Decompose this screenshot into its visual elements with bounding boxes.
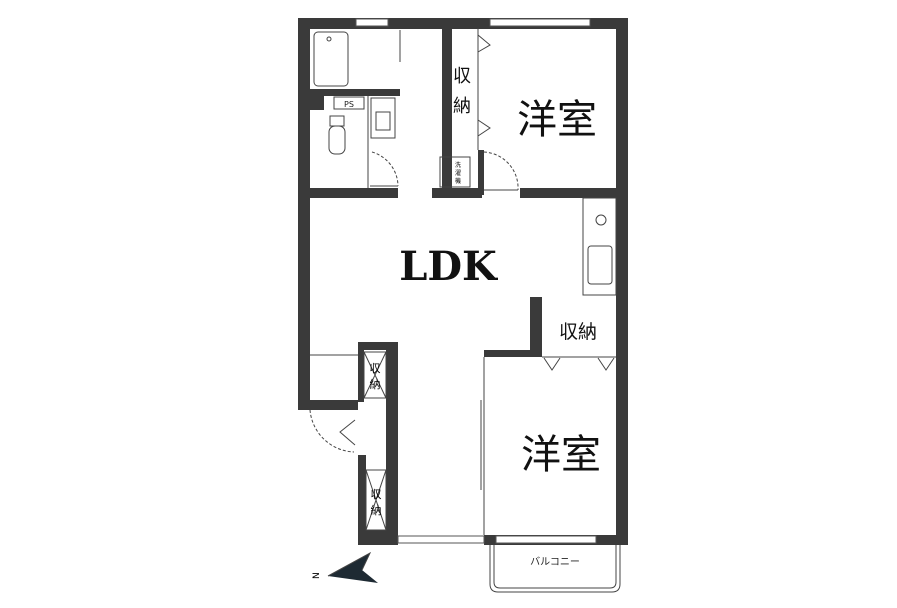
washer-label: 洗 bbox=[455, 161, 461, 169]
kitchen-counter bbox=[582, 197, 617, 296]
western-room-1-label: 洋室 bbox=[517, 97, 597, 143]
stove-icon bbox=[595, 214, 607, 226]
storage-bottom-label-2: 納 bbox=[371, 504, 382, 517]
storage-top-label-2: 納 bbox=[453, 96, 471, 117]
washer-label: 濯 bbox=[455, 169, 461, 177]
sink-icon bbox=[587, 245, 613, 285]
window bbox=[397, 535, 485, 544]
storage-top-label: 収 bbox=[453, 66, 471, 87]
western-room-2-label: 洋室 bbox=[521, 432, 601, 478]
storage-right-label: 収納 bbox=[559, 321, 597, 343]
storage-left-label-2: 納 bbox=[370, 378, 381, 391]
ldk-label: LDK bbox=[399, 243, 498, 290]
washer-label: 機 bbox=[455, 177, 461, 185]
window bbox=[355, 18, 389, 27]
compass-label: N bbox=[312, 572, 322, 579]
balcony bbox=[489, 545, 621, 593]
washing-machine-icon bbox=[439, 156, 471, 188]
toilet-icon bbox=[328, 115, 346, 155]
bathtub bbox=[313, 31, 349, 87]
pipe-space-label: PS bbox=[344, 100, 354, 109]
window bbox=[495, 535, 597, 544]
window bbox=[489, 18, 591, 27]
balcony-label: バルコニー bbox=[530, 556, 580, 568]
storage-bottom-label: 収 bbox=[371, 488, 382, 501]
entrance-door bbox=[309, 409, 355, 453]
north-arrow-icon: N bbox=[312, 551, 378, 583]
washbasin-icon bbox=[370, 97, 396, 139]
storage-left-label: 収 bbox=[370, 362, 381, 375]
